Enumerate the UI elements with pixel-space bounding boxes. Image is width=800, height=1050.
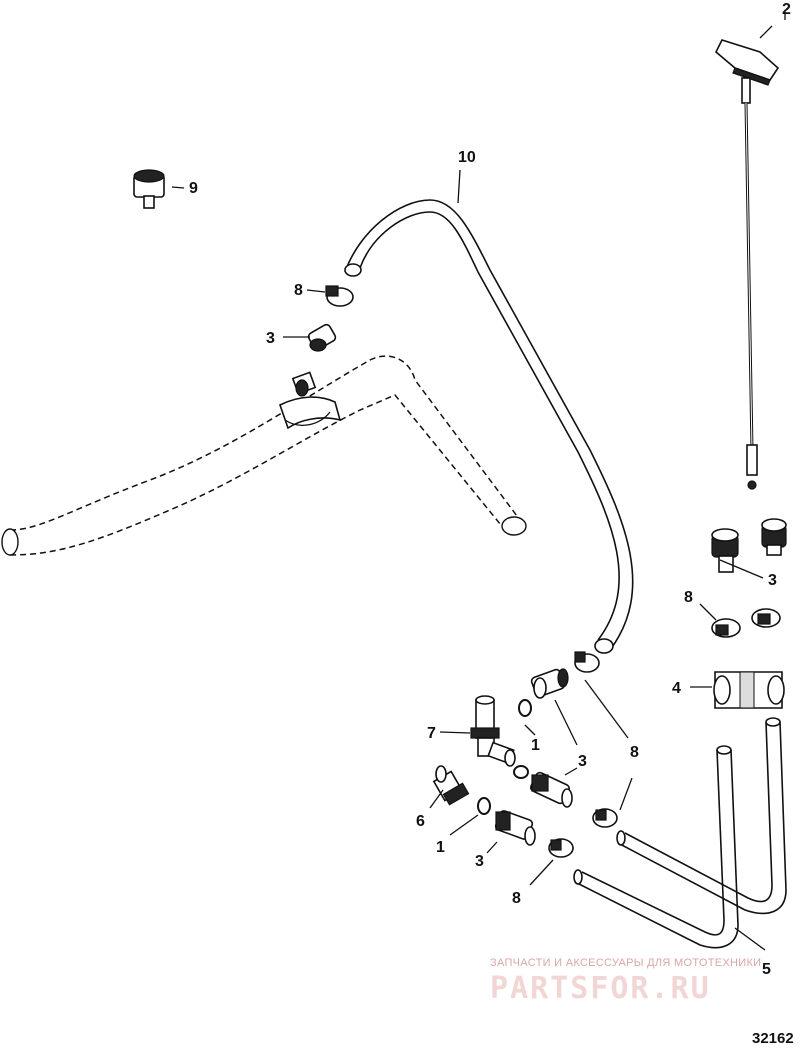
callout-3-right: 3 [768,572,777,589]
figure-number: 32162 [752,1030,794,1047]
callout-labels: 10 2 9 8 3 3 8 4 7 8 1 3 6 1 3 8 5 [189,1,791,978]
o-ring-part-1-middle [513,765,529,779]
phantom-hose [1,355,527,556]
elbow-fitting-part-3-upper-left [307,323,337,352]
callout-7: 7 [427,725,436,742]
phantom-hose-clamp [279,371,342,430]
callout-2: 2 [782,1,791,18]
callout-1-top: 1 [531,737,540,754]
clamp-part-8-top [574,651,600,673]
callout-1-bottom: 1 [436,839,445,856]
fitting-part-3-right [711,518,787,573]
clamp-part-8-upper-left [325,285,354,307]
watermark-tagline: ЗАПЧАСТИ И АКСЕССУАРЫ ДЛЯ МОТОТЕХНИКИ [490,957,761,969]
callout-4: 4 [672,680,681,697]
clamp-part-8-bottom [548,838,574,858]
elbow-fitting-part-3-middle [529,771,573,808]
watermark: ЗАПЧАСТИ И АКСЕССУАРЫ ДЛЯ МОТОТЕХНИКИ PA… [490,957,761,1006]
bracket-part-4 [713,671,785,709]
callout-9: 9 [189,180,198,197]
watermark-brand: PARTSFOR.RU [490,971,711,1006]
o-ring-part-1-top [518,699,532,717]
tee-fitting-part-7 [470,695,516,767]
callout-3-bottom: 3 [475,853,484,870]
callout-8-center: 8 [630,744,639,761]
callout-3-upper-left: 3 [266,330,275,347]
callout-5: 5 [762,961,771,978]
callout-8-bottom: 8 [512,890,521,907]
clamp-part-8-middle [592,808,618,828]
tubes-part-5 [573,717,787,949]
adapter-part-6 [432,765,470,806]
elbow-fitting-part-3-top [530,668,569,699]
elbow-fitting-part-3-bottom [494,810,536,846]
clamps-part-8-right [711,608,781,638]
callout-8-upper-left: 8 [294,282,303,299]
leader-lines [171,12,786,951]
o-ring-part-1-bottom [477,797,491,815]
callout-10: 10 [458,149,476,166]
callout-8-right: 8 [684,589,693,606]
callout-6: 6 [416,813,425,830]
cap-part-9 [133,169,165,209]
dipstick-part-2 [715,39,780,490]
hose-10 [344,199,634,654]
callout-3-center: 3 [578,753,587,770]
